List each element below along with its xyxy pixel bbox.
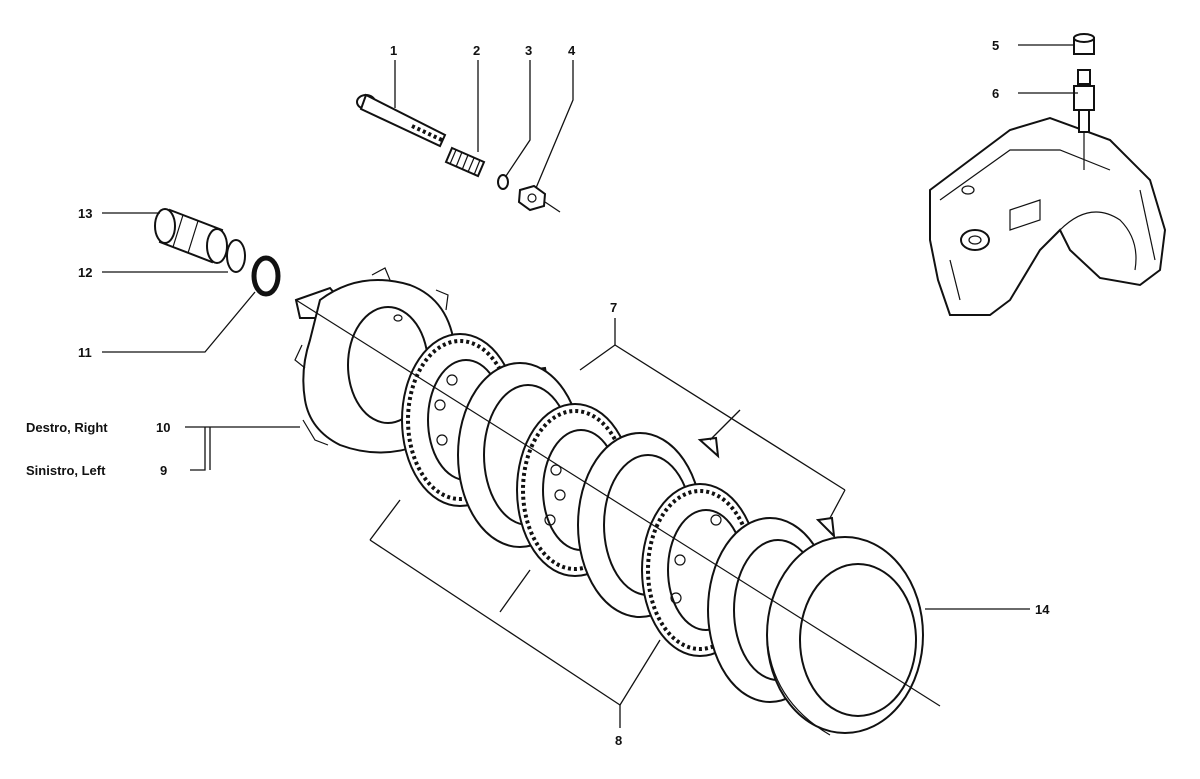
assembly-axis: [295, 299, 941, 707]
part-1-bolt: [356, 93, 447, 148]
label-right-side: Destro, Right: [26, 420, 108, 435]
part-14-piston: [766, 536, 924, 736]
axle-housing: [929, 116, 1167, 316]
part-11-ring: [251, 255, 281, 297]
callout-3: 3: [525, 43, 532, 58]
leader-lines: [102, 44, 1078, 728]
callout-8: 8: [615, 733, 622, 748]
part-5-cap: [1073, 33, 1095, 55]
part-4-nut: [517, 184, 547, 212]
callout-4: 4: [568, 43, 576, 58]
part-13-sleeve: [154, 208, 228, 264]
label-left-side: Sinistro, Left: [26, 463, 106, 478]
part-3-washer: [497, 174, 509, 190]
part-6-bleeder: [1073, 69, 1095, 170]
callout-11: 11: [78, 345, 92, 360]
part-12-ring: [226, 239, 246, 273]
callout-13: 13: [78, 206, 92, 221]
callout-9: 9: [160, 463, 167, 478]
callout-12: 12: [78, 265, 92, 280]
callout-10: 10: [156, 420, 170, 435]
part-2-spring: [444, 146, 486, 178]
callout-7: 7: [610, 300, 617, 315]
callout-2: 2: [473, 43, 480, 58]
callout-1: 1: [390, 43, 397, 58]
callout-5: 5: [992, 38, 999, 53]
callout-6: 6: [992, 86, 999, 101]
callout-14: 14: [1035, 602, 1050, 617]
